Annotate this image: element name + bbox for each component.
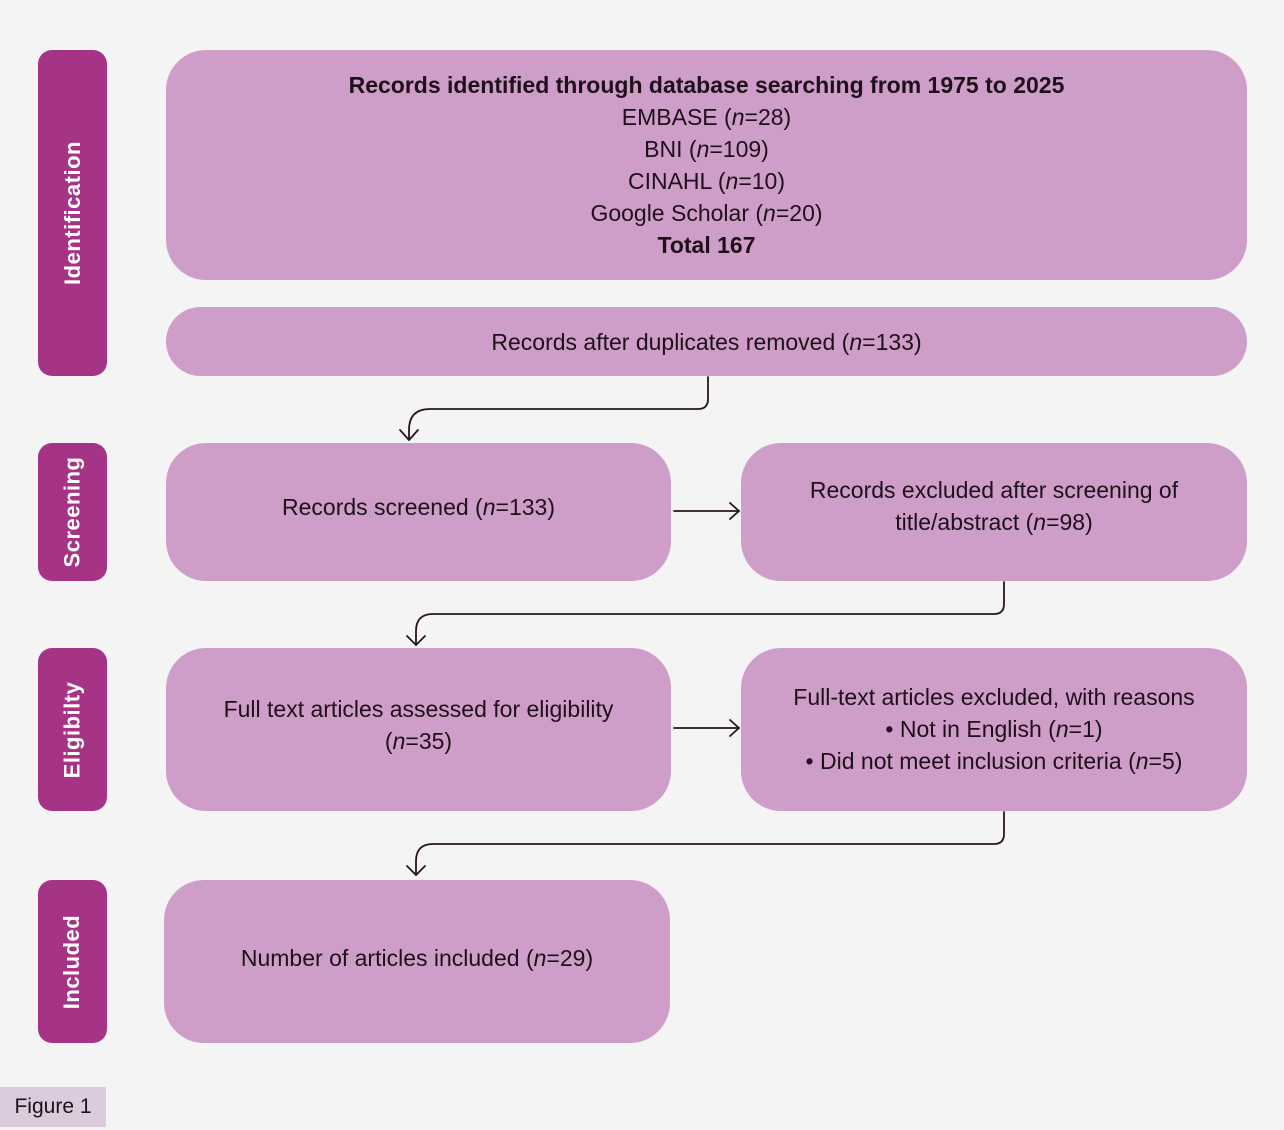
records-identified-box: Records identified through database sear… <box>166 50 1247 280</box>
records-total: Total 167 <box>657 232 756 258</box>
arrowhead-icon <box>729 719 740 737</box>
arrowhead-icon <box>729 502 740 520</box>
stage-screening: Screening <box>38 443 107 581</box>
articles-included-text: Number of articles included (n=29) <box>240 944 594 971</box>
stage-identification: Identification <box>38 50 107 376</box>
exclusion-reason: • Not in English (n=1) <box>885 716 1103 742</box>
full-text-assessed-line2: (n=35) <box>384 727 453 754</box>
arrowhead-icon <box>399 429 419 441</box>
arrow-fulltext-excluded-to-included <box>415 811 1005 876</box>
duplicates-removed-box: Records after duplicates removed (n=133) <box>166 307 1247 376</box>
arrowhead-icon <box>406 865 426 876</box>
stage-label: Eligibilty <box>59 681 85 778</box>
arrow-excluded-to-assessed <box>415 581 1005 646</box>
figure-caption: Figure 1 <box>0 1087 106 1127</box>
records-identified-title: Records identified through database sear… <box>348 72 1065 98</box>
full-text-assessed-box: Full text articles assessed for eligibil… <box>166 648 671 811</box>
source-cinahl: CINAHL (n=10) <box>627 168 786 194</box>
full-text-excluded-box: Full-text articles excluded, with reason… <box>741 648 1247 811</box>
records-screened-box: Records screened (n=133) <box>166 443 671 581</box>
source-embase: EMBASE (n=28) <box>621 104 792 130</box>
stage-label: Included <box>59 914 85 1009</box>
arrow-duplicates-to-screened <box>408 376 709 441</box>
source-bni: BNI (n=109) <box>644 136 769 162</box>
records-excluded-line1: Records excluded after screening of <box>809 477 1179 503</box>
duplicates-removed-text: Records after duplicates removed (n=133) <box>491 328 922 355</box>
arrowhead-icon <box>406 635 426 646</box>
full-text-assessed-line1: Full text articles assessed for eligibil… <box>223 695 614 722</box>
stage-label: Screening <box>59 456 85 568</box>
source-google-scholar: Google Scholar (n=20) <box>590 200 823 226</box>
stage-eligibility: Eligibilty <box>38 648 107 811</box>
articles-included-box: Number of articles included (n=29) <box>164 880 670 1043</box>
stage-label: Identification <box>59 141 85 285</box>
records-excluded-box: Records excluded after screening of titl… <box>741 443 1247 581</box>
stage-included: Included <box>38 880 107 1043</box>
records-excluded-line2: title/abstract (n=98) <box>895 509 1093 535</box>
exclusion-reason: • Did not meet inclusion criteria (n=5) <box>805 748 1183 774</box>
full-text-excluded-title: Full-text articles excluded, with reason… <box>793 684 1195 710</box>
records-screened-text: Records screened (n=133) <box>282 494 555 520</box>
